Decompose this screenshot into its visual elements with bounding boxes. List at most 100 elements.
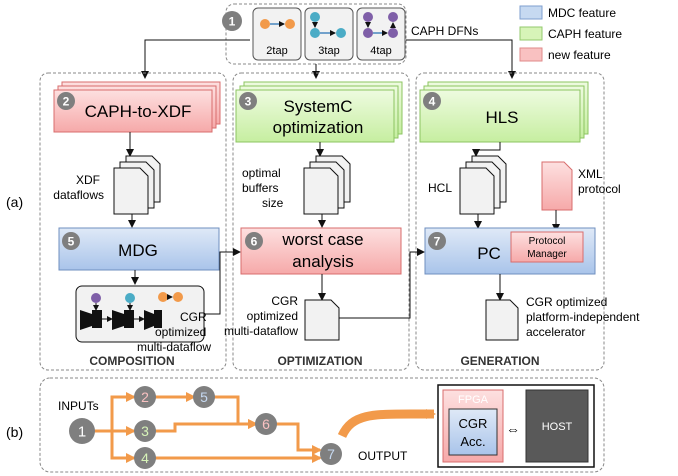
arrow-cgr-to-worst	[204, 248, 241, 315]
step-4-number: 4	[429, 95, 436, 109]
protocol-line1: Protocol	[529, 236, 566, 247]
arrow-top-to-hls	[406, 39, 516, 79]
graph-3tap-label: 3tap	[318, 45, 339, 57]
hcl-docs-icon	[459, 155, 507, 215]
step-3-number: 3	[245, 95, 252, 109]
xdf-label-line1: XDF	[76, 173, 100, 187]
legend-swatch-new	[519, 47, 543, 62]
comp-cgr-line3: multi-dataflow	[137, 340, 211, 354]
pc-label: PC	[477, 244, 501, 263]
arrow-hls-to-hcl	[472, 142, 501, 157]
systemc-line2: optimization	[273, 118, 364, 137]
worst-line2: analysis	[292, 252, 353, 271]
exchange-arrow-icon: ⇔	[506, 421, 520, 437]
step-2-number: 2	[63, 95, 70, 109]
xml-line1: XML	[578, 167, 603, 181]
xml-line2: protocol	[578, 182, 621, 196]
part-b-label: (b)	[6, 424, 23, 440]
flow-node-7	[320, 443, 342, 465]
flow-node-6	[255, 413, 277, 435]
composition-title: COMPOSITION	[89, 354, 174, 368]
systemc-line1: SystemC	[284, 97, 353, 116]
step-6-number: 6	[251, 235, 258, 249]
hls-block: 4 HLS	[419, 81, 589, 143]
cgr-acc-box	[448, 408, 498, 456]
acc-line1: CGR	[459, 416, 488, 431]
host-box	[525, 389, 589, 463]
xdf-label-line2: dataflows	[53, 188, 104, 202]
graph-2tap: 2tap	[252, 7, 302, 61]
flow-node-6-label: 6	[262, 416, 270, 432]
hcl-label: HCL	[428, 181, 452, 195]
buffers-docs-icon	[303, 155, 351, 215]
flow-b-nodes: 1 2 3 4 5 6 7	[69, 386, 342, 469]
worst-case-block: 6 worst case analysis	[240, 227, 402, 275]
composition-panel	[39, 72, 227, 371]
generation-panel	[415, 72, 605, 371]
caph-to-xdf-label: CAPH-to-XDF	[85, 102, 192, 121]
protocol-line2: Manager	[527, 249, 567, 260]
flow-b-edges	[94, 392, 436, 463]
buf-line3: size	[262, 196, 284, 210]
caph-dfns-label: CAPH DFNs	[411, 24, 478, 38]
generation-title: GENERATION	[460, 354, 539, 368]
caph-to-xdf-block: 2 CAPH-to-XDF	[53, 81, 221, 133]
step-1-number: 1	[229, 15, 236, 29]
gen-cgr-doc-icon	[485, 299, 519, 341]
graph-4tap-label: 4tap	[370, 45, 391, 57]
arrow-opt-to-pc	[339, 248, 425, 319]
inputs-label: INPUTs	[58, 399, 99, 413]
part-a-label: (a)	[6, 194, 23, 210]
step-7-number: 7	[434, 235, 441, 249]
buf-line2: buffers	[242, 181, 278, 195]
step-1-badge	[222, 11, 242, 31]
flow-node-3-label: 3	[141, 423, 149, 439]
arrow-top-to-caph	[141, 39, 250, 79]
opt-cgr-doc-icon	[304, 299, 340, 341]
fpga-label: FPGA	[458, 394, 489, 406]
opt-cgr-line2: optimized	[247, 309, 298, 323]
flow-node-5-label: 5	[200, 389, 208, 405]
flow-node-7-label: 7	[327, 446, 335, 462]
flow-node-4-label: 4	[141, 450, 149, 466]
legend-caph: CAPH feature	[548, 27, 622, 41]
opt-cgr-line3: multi-dataflow	[224, 324, 298, 338]
hls-label: HLS	[485, 108, 518, 127]
comp-cgr-line1: CGR	[180, 310, 207, 324]
optimization-title: OPTIMIZATION	[277, 354, 362, 368]
output-label: OUTPUT	[358, 449, 408, 463]
legend-new: new feature	[548, 48, 611, 62]
gen-cgr-line1: CGR optimized	[526, 295, 607, 309]
flow-node-3	[134, 420, 156, 442]
acc-line2: Acc.	[460, 434, 485, 449]
worst-line1: worst case	[281, 230, 363, 249]
legend-mdc: MDC feature	[548, 6, 616, 20]
protocol-manager-box	[510, 231, 584, 263]
flow-node-2-label: 2	[141, 389, 149, 405]
systemc-block: 3 SystemC optimization	[235, 81, 403, 143]
graph-3tap: 3tap	[304, 7, 354, 61]
comp-cgr-line2: optimized	[155, 325, 206, 339]
xml-doc-icon	[541, 161, 573, 211]
opt-cgr-line1: CGR	[271, 294, 298, 308]
mdg-block: 5 MDG	[58, 227, 220, 271]
flow-node-1	[69, 418, 95, 444]
gen-cgr-line2: platform-independent	[526, 310, 640, 324]
step-5-number: 5	[68, 235, 75, 249]
optimization-panel	[232, 72, 410, 371]
mdg-label: MDG	[118, 241, 158, 260]
gen-cgr-line3: accelerator	[526, 325, 585, 339]
legend-swatch-mdc	[519, 5, 543, 20]
pc-block: 7 PC Protocol Manager	[424, 227, 596, 275]
flow-b-panel	[39, 377, 605, 473]
flow-node-2	[134, 386, 156, 408]
buf-line1: optimal	[242, 166, 281, 180]
graph-2tap-label: 2tap	[266, 45, 287, 57]
flow-node-5	[193, 386, 215, 408]
xdf-docs-icon	[113, 155, 161, 215]
legend-swatch-caph	[519, 26, 543, 41]
graph-4tap: 4tap	[356, 7, 406, 61]
flow-node-1-label: 1	[78, 424, 86, 441]
top-input-box: 1 2tap 3tap 4ta	[222, 3, 407, 65]
